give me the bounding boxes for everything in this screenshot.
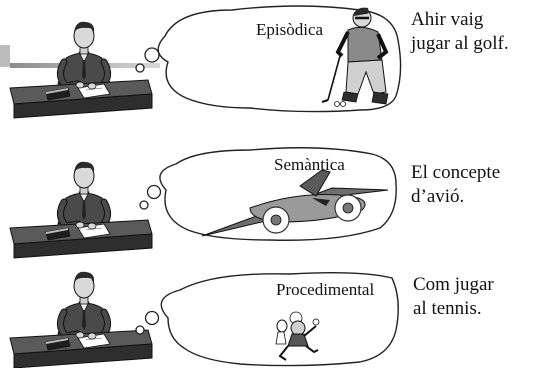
caption-line: d’avió. (411, 186, 465, 207)
caption-line: jugar al golf. (411, 33, 509, 54)
thought-dot-medium (144, 47, 160, 63)
man-at-desk-illustration (10, 22, 152, 118)
thought-dot-small (135, 63, 145, 73)
caption-semantic: El concepte d’avió. (411, 161, 500, 209)
row-procedural: Procedimental (10, 271, 399, 368)
thought-dot-medium (144, 310, 160, 326)
side-tab-decoration (0, 45, 10, 67)
airplane-illustration (201, 169, 389, 237)
caption-line: Ahir vaig (411, 9, 484, 30)
thought-bubble (160, 271, 399, 367)
caption-line: al tennis. (413, 298, 482, 319)
row-episodic: Episòdica (10, 5, 402, 118)
thought-dot-small (139, 200, 149, 210)
caption-episodic: Ahir vaig jugar al golf. (411, 8, 509, 56)
golfer-illustration (321, 7, 389, 107)
caption-line: El concepte (411, 162, 501, 183)
memory-type-label: Semàntica (274, 155, 345, 174)
caption-line: Com jugar (413, 274, 494, 295)
thought-bubble (157, 5, 402, 113)
man-at-desk-illustration (10, 272, 152, 368)
man-at-desk-illustration (10, 162, 152, 258)
tennis-player-illustration (275, 311, 320, 361)
thought-dot-small (135, 325, 145, 335)
thought-dot-medium (146, 184, 162, 200)
caption-procedural: Com jugar al tennis. (413, 273, 494, 321)
memory-type-label: Episòdica (256, 20, 323, 39)
memory-type-label: Procedimental (276, 280, 374, 299)
row-semantic: Semàntica (10, 147, 397, 258)
